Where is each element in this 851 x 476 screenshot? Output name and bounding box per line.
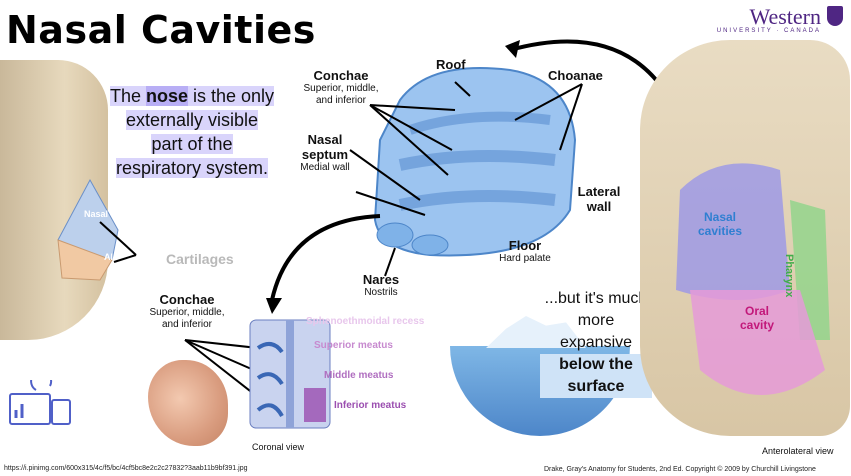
- conchae-label: Conchae Superior, middle, and inferior: [298, 68, 384, 107]
- shield-icon: [827, 6, 843, 26]
- nasal-cartilage-label: Nasal: [84, 209, 109, 219]
- coronal-conchae-subtitle: Superior, middle, and inferior: [149, 307, 225, 330]
- middle-meatus-label: Middle meatus: [324, 370, 394, 381]
- oral-cavity-label: Oral cavity: [739, 304, 775, 332]
- cartilages-label: Cartilages: [166, 251, 234, 267]
- nasal-cavities-label: Nasal cavities: [697, 210, 743, 238]
- logo-word: Western: [749, 4, 821, 29]
- floor-label: Floor Hard palate: [490, 238, 560, 265]
- below-surface-text: ...but it's much more expansive below th…: [540, 288, 652, 398]
- coronal-conchae-label: Conchae Superior, middle, and inferior: [140, 292, 234, 331]
- dashboard-icon: [9, 380, 71, 425]
- page-title: Nasal Cavities: [6, 8, 316, 52]
- western-logo: Western UNIVERSITY · CANADA: [716, 4, 843, 34]
- source-url: https://i.pinimg.com/600x315/4c/f5/bc/4c…: [4, 465, 248, 472]
- alar-cartilage-label: Alar: [104, 252, 122, 262]
- intro-highlight: nose: [145, 86, 188, 106]
- nares-title: Nares: [362, 272, 400, 287]
- coronal-view-caption: Coronal view: [252, 442, 305, 452]
- nares-label: Nares Nostrils: [356, 272, 406, 299]
- sphenoethmoidal-recess-label: Sphenoethmoidal recess: [306, 316, 425, 327]
- coronal-section-illustration: [249, 319, 331, 429]
- below-bold1: below the: [540, 354, 652, 376]
- coronal-conchae-title: Conchae: [159, 292, 215, 307]
- cavities-overlay: [676, 163, 830, 395]
- superior-meatus-label: Superior meatus: [314, 340, 393, 351]
- anterolateral-view-caption: Anterolateral view: [762, 446, 834, 456]
- roof-label: Roof: [436, 57, 466, 72]
- inferior-meatus-label: Inferior meatus: [334, 400, 407, 411]
- septum-title: Nasal septum: [301, 132, 349, 162]
- intro-text: The nose is the only externally visible …: [108, 84, 276, 180]
- septum-subtitle: Medial wall: [300, 162, 350, 173]
- nares-subtitle: Nostrils: [364, 287, 398, 298]
- logo-subtitle: UNIVERSITY · CANADA: [716, 28, 821, 34]
- conchae-title: Conchae: [313, 68, 369, 83]
- floor-subtitle: Hard palate: [499, 253, 551, 264]
- citation: Drake, Gray's Anatomy for Students, 2nd …: [544, 466, 816, 473]
- lateral-wall-label: Lateral wall: [577, 184, 621, 214]
- nose-cartilage-illustration: [57, 178, 119, 281]
- choanae-label: Choanae: [548, 68, 603, 83]
- below-bold2: surface: [540, 376, 652, 398]
- conch-shell-illustration: [148, 360, 228, 446]
- pharynx-label: Pharynx: [783, 254, 795, 298]
- below-line1: ...but it's much more expansive: [544, 290, 648, 351]
- floor-title: Floor: [508, 238, 542, 253]
- intro-part1: The: [109, 86, 146, 106]
- septum-label: Nasal septum Medial wall: [290, 132, 360, 174]
- conchae-subtitle: Superior, middle, and inferior: [303, 83, 379, 106]
